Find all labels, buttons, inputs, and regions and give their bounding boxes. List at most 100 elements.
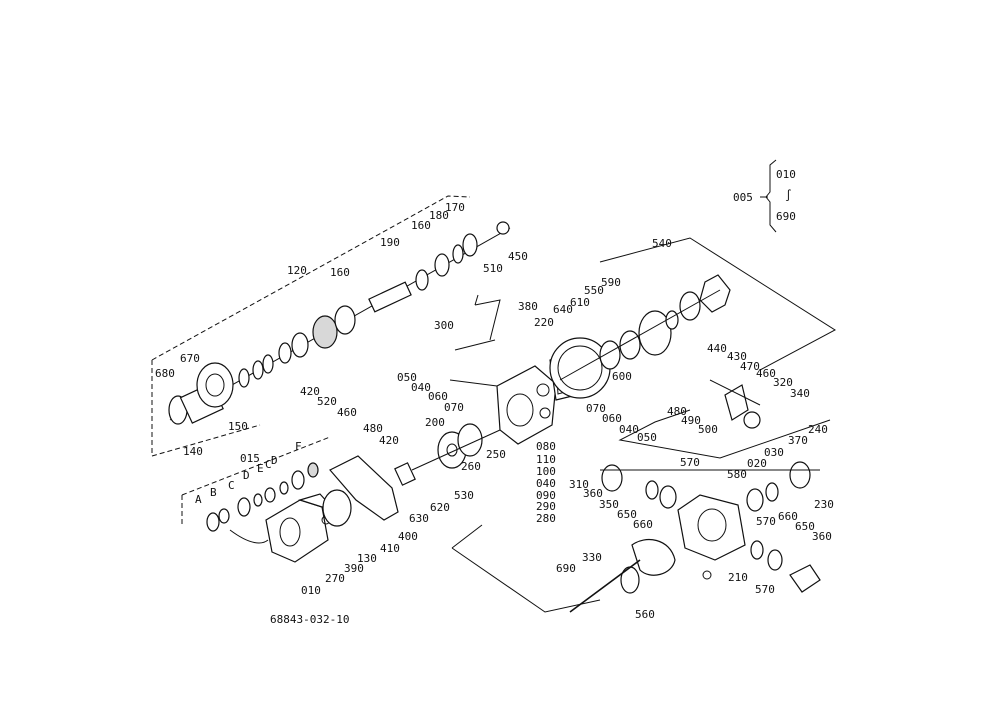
label-410: 410 xyxy=(380,542,400,555)
group-outlines xyxy=(151,195,836,613)
label-330: 330 xyxy=(582,551,602,564)
label-370: 370 xyxy=(788,434,808,447)
label-230: 230 xyxy=(814,498,834,511)
assembly-main-number: 005 xyxy=(733,191,753,204)
drawing-number: 68843-032-10 xyxy=(270,613,349,626)
label-050: 050 xyxy=(397,371,417,384)
label-570: 570 xyxy=(756,515,776,528)
label-060: 060 xyxy=(602,412,622,425)
assembly-range-end: 690 xyxy=(776,210,796,223)
label-660: 660 xyxy=(633,518,653,531)
label-340: 340 xyxy=(790,387,810,400)
label-360: 360 xyxy=(583,487,603,500)
label-690: 690 xyxy=(556,562,576,575)
label-260: 260 xyxy=(461,460,481,473)
label-030: 030 xyxy=(764,446,784,459)
label-160: 160 xyxy=(330,266,350,279)
label-080: 080 xyxy=(536,440,556,453)
label-660: 660 xyxy=(778,510,798,523)
disc-set xyxy=(411,423,501,471)
label-290: 290 xyxy=(536,500,556,513)
label-480: 480 xyxy=(667,405,687,418)
label-150: 150 xyxy=(228,420,248,433)
label-210: 210 xyxy=(728,571,748,584)
label-580: 580 xyxy=(727,468,747,481)
label-560: 560 xyxy=(635,608,655,621)
assembly-reference: 005 010 ∫ 690 xyxy=(733,159,796,233)
label-130: 130 xyxy=(357,552,377,565)
label-070: 070 xyxy=(586,402,606,415)
label-480: 480 xyxy=(363,422,383,435)
label-240: 240 xyxy=(808,423,828,436)
label-600: 600 xyxy=(612,370,632,383)
label-060: 060 xyxy=(428,390,448,403)
label-540: 540 xyxy=(652,237,672,250)
label-170: 170 xyxy=(445,201,465,214)
label-200: 200 xyxy=(425,416,445,429)
label-110: 110 xyxy=(536,453,556,466)
label-570: 570 xyxy=(755,583,775,596)
label-450: 450 xyxy=(508,250,528,263)
label-420: 420 xyxy=(300,385,320,398)
label-C: C xyxy=(228,479,235,492)
label-160: 160 xyxy=(411,219,431,232)
label-D: D xyxy=(271,454,278,467)
label-020: 020 xyxy=(747,457,767,470)
label-040: 040 xyxy=(536,477,556,490)
label-180: 180 xyxy=(429,209,449,222)
label-670: 670 xyxy=(180,352,200,365)
label-650: 650 xyxy=(617,508,637,521)
label-F: F xyxy=(295,440,302,453)
label-440: 440 xyxy=(707,342,727,355)
label-490: 490 xyxy=(681,414,701,427)
label-460: 460 xyxy=(756,367,776,380)
part-labels: 450 170 180 160 190 510 120 160 670 680 … xyxy=(155,201,834,621)
label-220: 220 xyxy=(534,316,554,329)
label-550: 550 xyxy=(584,284,604,297)
label-010: 010 xyxy=(301,584,321,597)
label-A: A xyxy=(195,493,202,506)
label-470: 470 xyxy=(740,360,760,373)
label-E: E xyxy=(257,462,264,475)
label-650: 650 xyxy=(795,520,815,533)
label-420: 420 xyxy=(379,434,399,447)
label-520: 520 xyxy=(317,395,337,408)
label-360: 360 xyxy=(812,530,832,543)
label-050: 050 xyxy=(637,431,657,444)
label-500: 500 xyxy=(698,423,718,436)
label-120: 120 xyxy=(287,264,307,277)
label-350: 350 xyxy=(599,498,619,511)
upper-cylinder-assembly xyxy=(168,221,511,425)
label-430: 430 xyxy=(727,350,747,363)
assembly-range-tilde: ∫ xyxy=(785,189,792,202)
label-070: 070 xyxy=(444,401,464,414)
label-630: 630 xyxy=(409,512,429,525)
label-320: 320 xyxy=(773,376,793,389)
label-510: 510 xyxy=(483,262,503,275)
label-B: B xyxy=(210,486,217,499)
label-190: 190 xyxy=(380,236,400,249)
label-280: 280 xyxy=(536,512,556,525)
label-590: 590 xyxy=(601,276,621,289)
label-530: 530 xyxy=(454,489,474,502)
label-015: 015 xyxy=(240,452,260,465)
label-090: 090 xyxy=(536,489,556,502)
label-570: 570 xyxy=(680,456,700,469)
label-250: 250 xyxy=(486,448,506,461)
label-040: 040 xyxy=(411,381,431,394)
label-400: 400 xyxy=(398,530,418,543)
motor-set xyxy=(549,274,731,399)
label-390: 390 xyxy=(344,562,364,575)
label-610: 610 xyxy=(570,296,590,309)
label-140: 140 xyxy=(183,445,203,458)
assembly-range-start: 010 xyxy=(776,168,796,181)
label-310: 310 xyxy=(569,478,589,491)
label-300: 300 xyxy=(434,319,454,332)
label-040: 040 xyxy=(619,423,639,436)
pump-assembly xyxy=(206,455,416,563)
label-C: C xyxy=(265,458,272,471)
label-270: 270 xyxy=(325,572,345,585)
gear-housing xyxy=(569,461,821,613)
